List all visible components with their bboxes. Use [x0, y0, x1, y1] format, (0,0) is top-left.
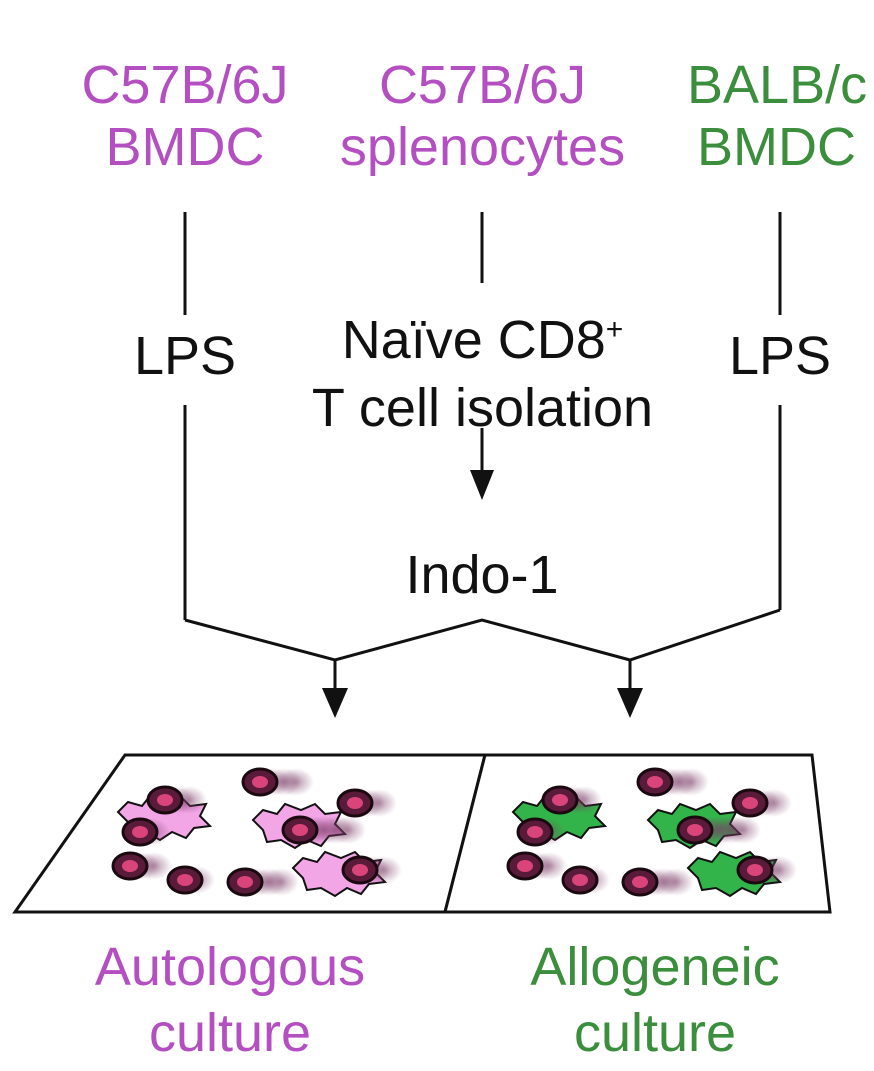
source-b6-bmdc: C57B/6J BMDC	[70, 54, 300, 178]
source-b6-splenocytes-line2: splenocytes	[339, 117, 626, 177]
t-cell-autologous	[336, 788, 397, 818]
t-cell-autologous	[341, 855, 402, 885]
isolation-label: Naïve CD8+ T cell isolation	[270, 296, 695, 442]
isolation-line1: Naïve CD8+	[270, 296, 695, 374]
t-cell-autologous	[281, 815, 366, 845]
arrow-head-allogeneic	[617, 688, 643, 718]
t-cell-autologous	[111, 851, 172, 881]
indo-label: Indo-1	[405, 545, 559, 605]
t-cell-autologous	[166, 865, 215, 895]
arrow-head-autologous	[322, 688, 348, 718]
source-b6-bmdc-line2: BMDC	[105, 117, 265, 177]
output-allogeneic-line1: Allogeneic	[530, 937, 780, 997]
t-cell-autologous	[146, 785, 207, 815]
source-balbc-bmdc-line1: BALB/c	[687, 55, 868, 115]
arrow-head-isolation	[470, 470, 494, 500]
output-autologous-line1: Autologous	[94, 937, 366, 997]
source-b6-splenocytes: C57B/6J splenocytes	[320, 54, 645, 178]
source-b6-splenocytes-line1: C57B/6J	[378, 55, 587, 115]
t-cell-allogeneic	[736, 855, 797, 885]
isolation-line2: T cell isolation	[311, 378, 654, 438]
output-allogeneic: Allogeneic culture	[495, 934, 815, 1066]
t-cell-allogeneic	[506, 851, 567, 881]
lps-right-label: LPS	[728, 326, 832, 386]
source-balbc-bmdc: BALB/c BMDC	[687, 54, 874, 178]
t-cells-allogeneic	[506, 767, 797, 897]
t-cell-autologous	[226, 867, 299, 897]
source-b6-bmdc-line1: C57B/6J	[81, 55, 289, 115]
source-balbc-bmdc-line2: BMDC	[697, 117, 856, 177]
t-cell-autologous	[241, 767, 314, 797]
output-autologous: Autologous culture	[70, 934, 390, 1066]
t-cell-allogeneic	[676, 815, 761, 845]
t-cell-autologous	[121, 817, 170, 847]
t-cell-allogeneic	[621, 867, 694, 897]
merge-lines	[184, 608, 781, 662]
t-cell-allogeneic	[541, 785, 602, 815]
t-cells-autologous	[111, 767, 402, 897]
isolation-plus: +	[605, 313, 624, 346]
t-cell-allogeneic	[636, 767, 709, 797]
output-autologous-line2: culture	[148, 1003, 312, 1063]
lps-left-label: LPS	[133, 326, 237, 386]
t-cell-allogeneic	[561, 865, 610, 895]
isolation-cd8: Naïve CD8	[341, 310, 606, 370]
output-allogeneic-line2: culture	[573, 1003, 737, 1063]
t-cell-allogeneic	[516, 817, 565, 847]
t-cell-allogeneic	[731, 788, 792, 818]
